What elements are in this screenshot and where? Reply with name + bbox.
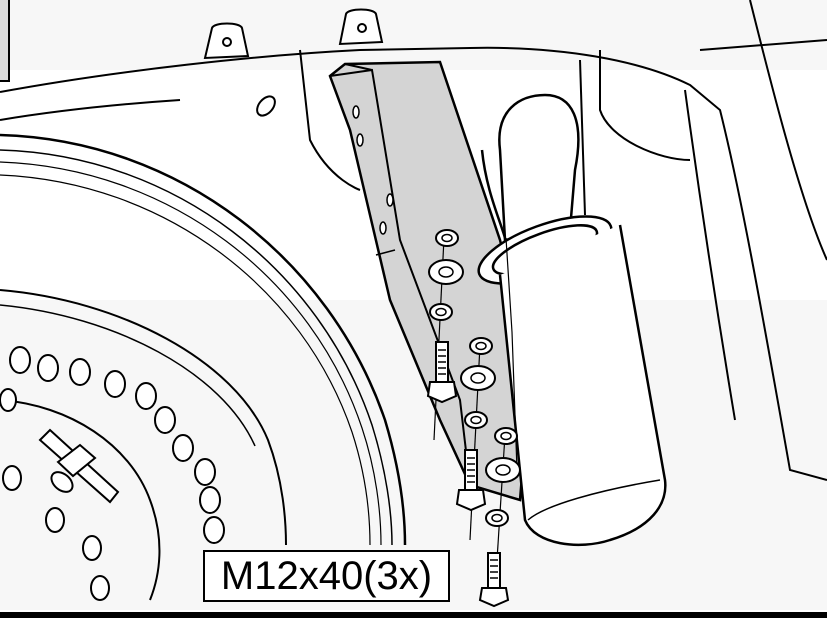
wheel-hub-clamp-icon [38,428,120,504]
bottom-border-rule [0,612,827,618]
bolt-icon [426,341,510,608]
body-panel-outline [0,0,827,481]
mounting-lug-right-icon [338,8,384,46]
corner-frame-tab [0,0,10,82]
mounting-lug-left-icon [203,22,250,60]
background-band-top [0,0,827,70]
exhaust-silencer-icon [477,93,667,546]
spare-wheel-icon [0,133,407,601]
bolt-spec-callout: M12x40(3x) [203,550,450,602]
